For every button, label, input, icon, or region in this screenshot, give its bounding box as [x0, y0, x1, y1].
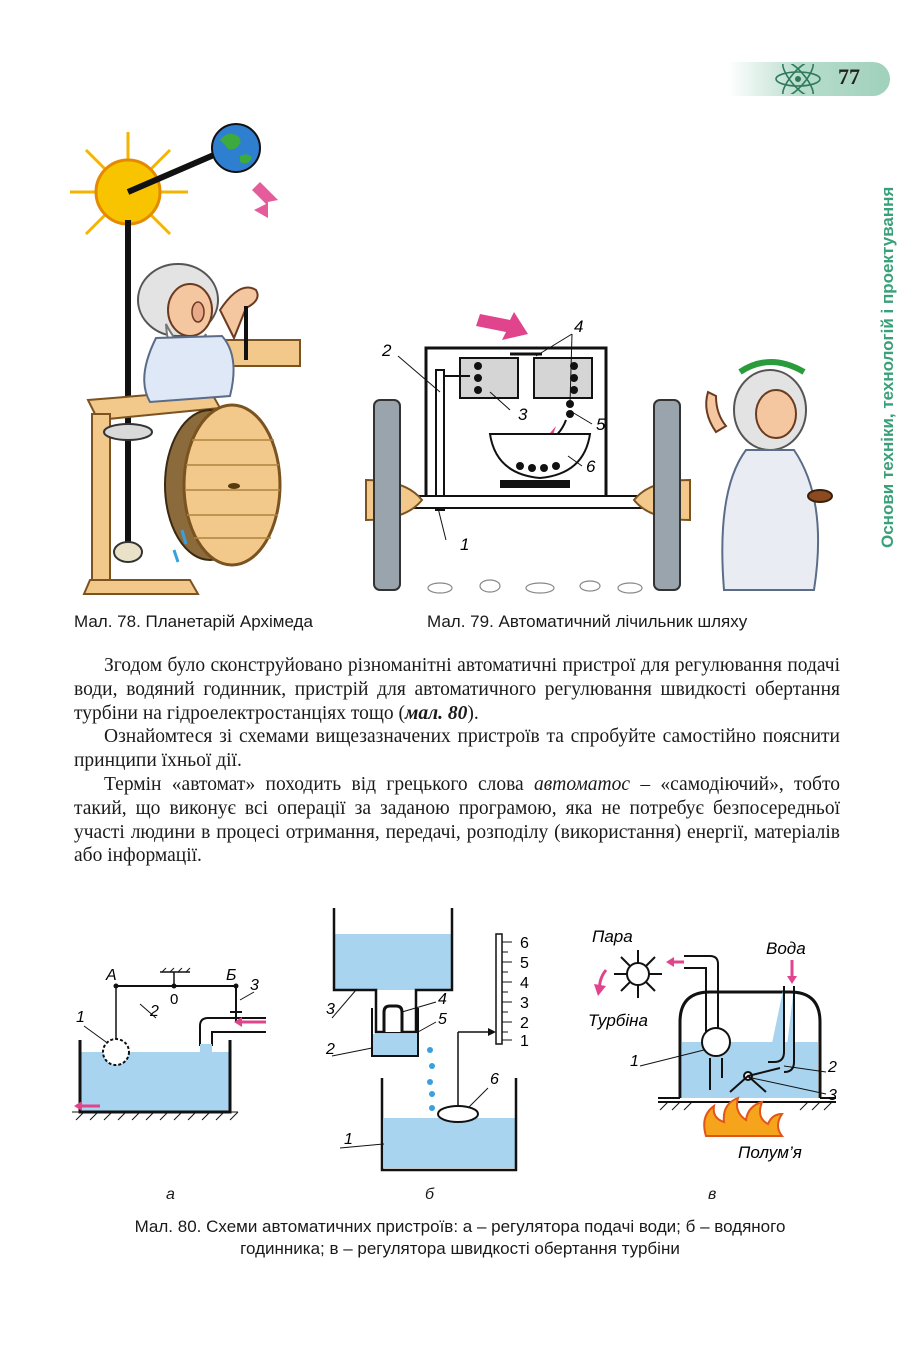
fig80b-label-5: 5 — [438, 1011, 447, 1028]
fig79-illustration: 2 1 3 4 5 6 — [365, 312, 833, 594]
paragraph-2: Ознайомтеся зі схемами вищезазначених пр… — [74, 726, 840, 772]
fig80-caption-line2: годинника; в – регулятора швидкості обер… — [240, 1239, 680, 1258]
fig79-label-3: 3 — [518, 405, 528, 424]
fig79-caption: Мал. 79. Автоматичний лічильник шляху — [427, 612, 748, 631]
fig80a-diagram: А 0 Б 1 2 3 — [72, 967, 266, 1121]
side-title-text: Основи техніки, технологій і проектуванн… — [878, 186, 897, 548]
scale-label-6: 6 — [520, 935, 529, 952]
input-arrow-icon — [476, 312, 528, 340]
earth-icon — [211, 123, 261, 173]
man-in-toga-figure — [705, 359, 833, 591]
fig78-caption: Мал. 78. Планетарій Архімеда — [74, 612, 313, 631]
paragraph-1: Згодом було сконструйовано різноманітні … — [74, 655, 840, 724]
fig80b-label-4: 4 — [438, 991, 447, 1008]
fig80a-label-3: 3 — [250, 977, 259, 994]
fig80b-label-3: 3 — [326, 1001, 335, 1018]
fig80a-label-a: А — [105, 967, 117, 984]
flame-icon — [703, 1096, 785, 1137]
body-text: Згодом було сконструйовано різноманітні … — [74, 654, 840, 868]
fig80c-label-steam: Пара — [592, 927, 633, 946]
fig80-caption: Мал. 80. Схеми автоматичних пристроїв: а… — [60, 1216, 860, 1260]
fig80c-label-2: 2 — [827, 1059, 837, 1076]
fig80c-label-water: Вода — [766, 939, 806, 958]
fig80b-diagram: 6 5 4 3 2 1 3 2 4 5 6 1 — [325, 908, 529, 1172]
fig80b-label-2: 2 — [325, 1041, 335, 1058]
scale-label-3: 3 — [520, 995, 529, 1012]
fig80c-diagram: Пара Турбіна Вода Полум’я 1 2 3 — [588, 927, 837, 1162]
fig80a-letter: а — [166, 1186, 175, 1203]
fig79-label-5: 5 — [596, 415, 606, 434]
fig79-label-1: 1 — [460, 535, 469, 554]
fig80c-label-turbine: Турбіна — [588, 1011, 648, 1030]
page-number-tab — [728, 62, 890, 96]
fig80c-letter: в — [708, 1186, 717, 1203]
fig80c-label-flame: Полум’я — [738, 1143, 802, 1162]
atom-icon — [775, 64, 821, 94]
fig80b-letter: б — [425, 1186, 434, 1203]
fig80a-label-2: 2 — [149, 1003, 159, 1020]
fig78-illustration — [70, 123, 301, 595]
fig79-label-4: 4 — [574, 317, 583, 336]
fig79-label-6: 6 — [586, 457, 596, 476]
scale-label-2: 2 — [520, 1015, 529, 1032]
fig80-caption-line1: Мал. 80. Схеми автоматичних пристроїв: а… — [134, 1217, 786, 1236]
fig80a-label-1: 1 — [76, 1009, 85, 1026]
scale-label-4: 4 — [520, 975, 529, 992]
page-number: 77 — [838, 64, 860, 89]
side-title: Основи техніки, технологій і проектуванн… — [852, 128, 897, 548]
fig80a-label-b: Б — [226, 967, 236, 984]
fig80c-label-3: 3 — [828, 1087, 837, 1104]
scale-label-1: 1 — [520, 1033, 529, 1050]
fig79-label-2: 2 — [381, 341, 392, 360]
fig80b-label-6: 6 — [490, 1071, 499, 1088]
turbine-icon — [614, 950, 662, 998]
archimedes-figure — [137, 263, 259, 404]
scale-label-5: 5 — [520, 955, 529, 972]
fig80b-label-1: 1 — [344, 1131, 353, 1148]
rotation-arrow-icon — [252, 182, 278, 218]
fig80c-label-1: 1 — [630, 1053, 639, 1070]
fig80a-label-0: 0 — [170, 991, 178, 1008]
paragraph-3: Термін «автомат» походить від грецького … — [74, 773, 840, 867]
